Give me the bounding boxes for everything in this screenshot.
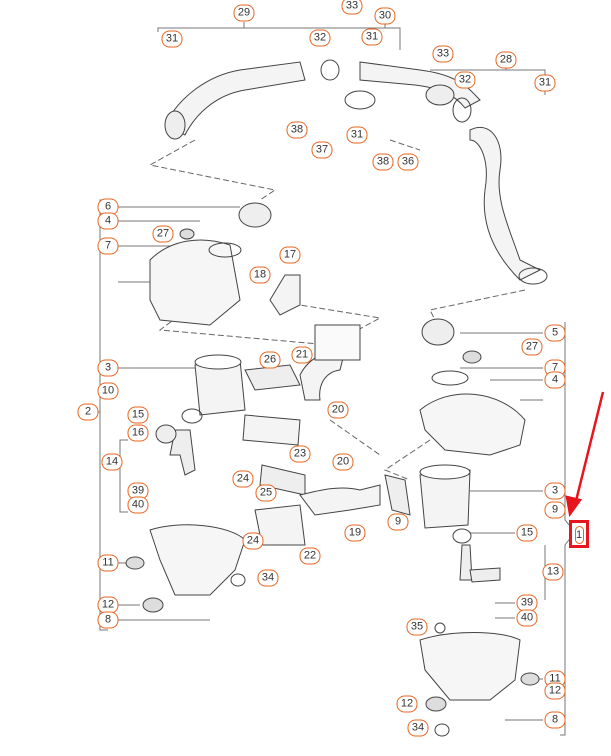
callout[interactable]: 29	[233, 4, 255, 22]
callout[interactable]: 15	[127, 406, 149, 424]
callout[interactable]: 15	[516, 524, 538, 542]
callout[interactable]: 7	[97, 237, 119, 255]
upper-hose	[164, 59, 481, 140]
callout[interactable]: 9	[387, 513, 409, 531]
right-hose	[469, 127, 548, 285]
callout[interactable]: 18	[249, 266, 271, 284]
callout[interactable]: 9	[544, 501, 566, 519]
callout[interactable]: 30	[374, 7, 396, 25]
middle-ducts	[242, 324, 411, 546]
callout[interactable]: 3	[97, 359, 119, 377]
callout[interactable]: 23	[289, 445, 311, 463]
callout[interactable]: 2	[77, 403, 99, 421]
callout[interactable]: 24	[242, 532, 264, 550]
callout[interactable]: 31	[161, 30, 183, 48]
callout[interactable]: 40	[516, 609, 538, 627]
callout[interactable]: 14	[101, 453, 123, 471]
callout[interactable]: 19	[344, 524, 366, 542]
callout[interactable]: 28	[495, 51, 517, 69]
callout[interactable]: 13	[542, 563, 564, 581]
callout[interactable]: 35	[406, 618, 428, 636]
callout[interactable]: 4	[544, 371, 566, 389]
callout[interactable]: 34	[257, 569, 279, 587]
callout[interactable]: 39	[516, 594, 538, 612]
callout[interactable]: 20	[327, 401, 349, 419]
right-airbox	[419, 318, 540, 737]
callout[interactable]: 21	[291, 346, 313, 364]
callout[interactable]: 12	[544, 682, 566, 700]
callout[interactable]: 10	[97, 382, 119, 400]
left-lower-housing	[125, 524, 246, 613]
callout[interactable]: 34	[407, 719, 429, 737]
upper-left-airbox	[149, 202, 272, 326]
callout[interactable]: 25	[255, 484, 277, 502]
callout[interactable]: 32	[309, 29, 331, 47]
callout[interactable]: 3	[544, 482, 566, 500]
callout[interactable]: 4	[97, 212, 119, 230]
callout[interactable]: 22	[299, 547, 321, 565]
callout[interactable]: 31	[346, 126, 368, 144]
callout[interactable]: 36	[397, 153, 419, 171]
callout[interactable]: 37	[311, 141, 333, 159]
callout[interactable]: 27	[152, 225, 174, 243]
callout[interactable]: 5	[544, 324, 566, 342]
callout[interactable]: 38	[286, 121, 308, 139]
highlight-arrow	[565, 391, 605, 518]
callout[interactable]: 11	[97, 554, 119, 572]
callout[interactable]: 12	[396, 695, 418, 713]
callout[interactable]: 17	[279, 246, 301, 264]
callout[interactable]: 20	[332, 453, 354, 471]
highlighted-callout[interactable]: 1	[569, 520, 589, 548]
callout[interactable]: 31	[361, 28, 383, 46]
callout[interactable]: 31	[534, 74, 556, 92]
callout[interactable]: 33	[341, 0, 363, 15]
callout[interactable]: 26	[259, 351, 281, 369]
callout[interactable]: 32	[454, 71, 476, 89]
callout[interactable]: 8	[544, 711, 566, 729]
callout[interactable]: 38	[372, 153, 394, 171]
highlighted-callout-label: 1	[574, 526, 584, 544]
left-filter	[155, 354, 246, 476]
callout[interactable]: 16	[127, 424, 149, 442]
callout[interactable]: 27	[521, 338, 543, 356]
callout[interactable]: 24	[232, 470, 254, 488]
callout[interactable]: 40	[127, 496, 149, 514]
bracket-17	[269, 274, 301, 316]
callout[interactable]: 33	[432, 45, 454, 63]
callout[interactable]: 8	[97, 611, 119, 629]
